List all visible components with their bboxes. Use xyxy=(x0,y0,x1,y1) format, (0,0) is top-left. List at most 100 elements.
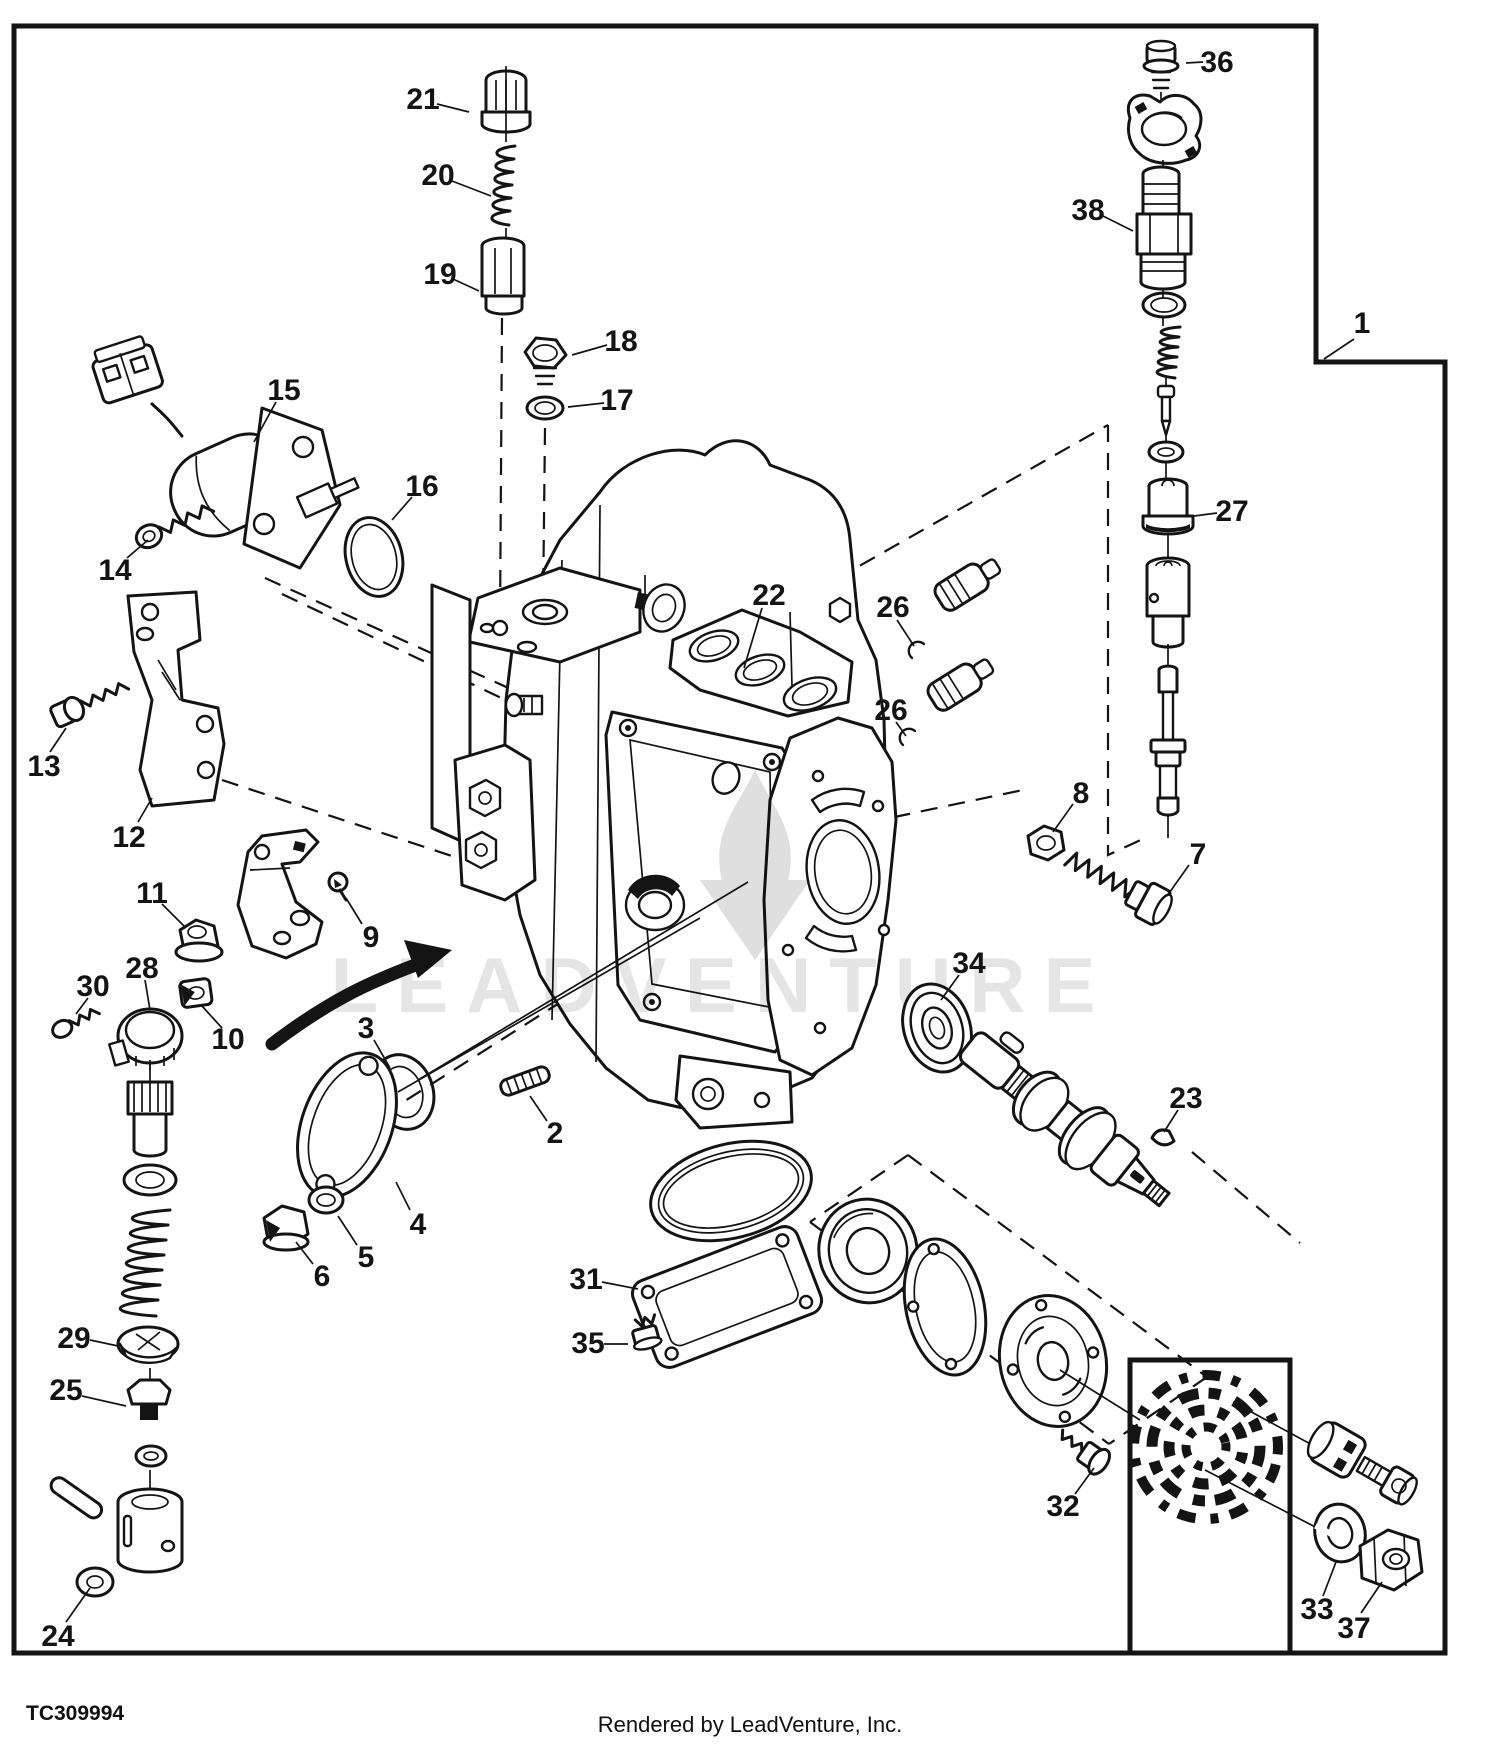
callout-6: 6 xyxy=(314,1260,331,1293)
part-13-screw xyxy=(49,682,131,729)
part-washer-lower xyxy=(122,1163,178,1197)
part-24-washer xyxy=(75,1566,115,1598)
inset-leader-lines xyxy=(1059,1369,1326,1533)
part-17-washer xyxy=(525,395,565,421)
callout-13: 13 xyxy=(27,750,60,783)
pump-housing xyxy=(430,439,898,1130)
watermark xyxy=(700,770,810,960)
part-28-clamp xyxy=(108,1007,184,1070)
part-20-spring xyxy=(490,144,517,227)
part-15-shutoff-solenoid xyxy=(91,335,360,570)
part-35-screw xyxy=(631,1313,663,1351)
part-12-bracket xyxy=(126,590,226,808)
callout-15: 15 xyxy=(267,374,300,407)
part-14-screw xyxy=(134,504,216,550)
part-coupler xyxy=(1306,1420,1367,1479)
callout-3: 3 xyxy=(358,1012,375,1045)
part-33-lock-washer xyxy=(1313,1502,1367,1564)
part-governor-spring xyxy=(118,1208,172,1318)
callout-16: 16 xyxy=(405,470,438,503)
callout-5: 5 xyxy=(358,1241,375,1274)
callout-10: 10 xyxy=(211,1023,244,1056)
callout-35: 35 xyxy=(571,1327,604,1360)
callout-9: 9 xyxy=(363,921,380,954)
callout-11: 11 xyxy=(136,877,168,910)
part-18-plug xyxy=(523,336,568,386)
part-valve-screw xyxy=(1156,384,1176,437)
callout-19: 19 xyxy=(423,258,456,291)
part-19-fitting-nut xyxy=(480,228,526,316)
document-code: TC309994 xyxy=(26,1702,125,1725)
callout-26b: 26 xyxy=(874,694,907,727)
callout-2: 2 xyxy=(547,1117,564,1150)
callout-27: 27 xyxy=(1215,495,1248,528)
stack-axis-lines xyxy=(1162,288,1169,838)
part-washer-38 xyxy=(1147,440,1185,464)
callout-numbers: 1 2 3 4 5 6 7 8 9 10 11 12 13 14 15 16 1… xyxy=(27,46,1370,1653)
part-30-screw xyxy=(51,1007,101,1039)
part-10-nut xyxy=(178,977,214,1009)
top-ports xyxy=(688,629,838,712)
lower-housing xyxy=(674,1054,794,1130)
part-valve-spring xyxy=(1155,325,1182,380)
part-round-gasket xyxy=(902,1237,988,1377)
callout-1: 1 xyxy=(1354,307,1371,340)
callout-29: 29 xyxy=(57,1322,90,1355)
callout-34: 34 xyxy=(952,947,986,980)
callout-32: 32 xyxy=(1046,1490,1079,1523)
callout-7: 7 xyxy=(1190,838,1207,871)
part-hold-down-clamp xyxy=(1126,93,1203,172)
callout-24: 24 xyxy=(41,1620,75,1653)
left-mounting-pad xyxy=(453,743,537,902)
callout-leader-lines xyxy=(49,61,1383,1623)
callout-20: 20 xyxy=(421,159,454,192)
part-camshaft xyxy=(958,1031,1171,1208)
part-11-flange-nut xyxy=(174,918,224,963)
part-pin xyxy=(49,1476,104,1520)
callout-23: 23 xyxy=(1169,1082,1202,1115)
part-29-retainer xyxy=(116,1325,180,1364)
callout-21: 21 xyxy=(406,83,439,116)
part-2-stud xyxy=(499,1065,551,1097)
part-16-o-ring xyxy=(343,516,405,598)
part-7-bolt xyxy=(1063,851,1173,926)
callout-14: 14 xyxy=(98,554,132,587)
part-23-woodruff-key xyxy=(1150,1128,1176,1147)
part-washer-small xyxy=(134,1444,168,1468)
part-36-bolt xyxy=(1142,39,1180,104)
part-26-fitting-lower xyxy=(926,658,995,712)
direction-arrow xyxy=(265,940,452,1051)
figure-border xyxy=(11,23,1448,1656)
part-key-upper xyxy=(999,1031,1025,1054)
part-21-cap-nut xyxy=(480,66,532,142)
part-timing-gear-obscured xyxy=(1129,1370,1283,1524)
callout-36: 36 xyxy=(1200,46,1233,79)
locator-lines xyxy=(397,881,749,1093)
inset-box xyxy=(1127,1357,1293,1656)
part-plunger xyxy=(1149,664,1187,817)
part-delivery-valve-holder xyxy=(1145,556,1191,649)
callout-28: 28 xyxy=(125,952,158,985)
part-oval-o-ring xyxy=(649,1139,813,1243)
part-32-bolt xyxy=(1060,1428,1111,1476)
part-8-nut xyxy=(1026,824,1066,862)
part-front-bearing xyxy=(817,1197,919,1305)
callout-37: 37 xyxy=(1337,1612,1370,1645)
part-4-cover-plate xyxy=(296,1051,398,1199)
callout-33: 33 xyxy=(1300,1593,1333,1626)
part-25-valve xyxy=(126,1368,172,1420)
callout-26a: 26 xyxy=(876,591,909,624)
part-o-ring-38 xyxy=(1141,291,1187,319)
watermark-text: LEADVENTURE xyxy=(330,941,1113,1029)
part-5-washer xyxy=(307,1185,345,1215)
callout-38: 38 xyxy=(1071,194,1104,227)
part-38-overflow-valve xyxy=(1135,165,1193,291)
callout-30: 30 xyxy=(76,970,109,1003)
part-inset-bolt xyxy=(1355,1455,1418,1506)
part-drive-hub xyxy=(997,1294,1109,1428)
callout-31: 31 xyxy=(569,1263,602,1296)
callout-17: 17 xyxy=(600,384,633,417)
callout-8: 8 xyxy=(1073,777,1090,810)
